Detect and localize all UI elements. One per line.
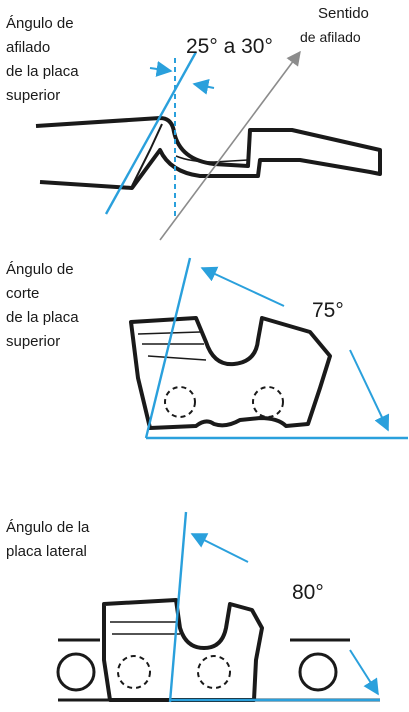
top-label-line-1: Ángulo de — [6, 15, 74, 32]
bottom-label-line-2: placa lateral — [6, 543, 87, 560]
top-label-line-3: de la placa — [6, 63, 79, 80]
middle-panel-graphic — [129, 257, 408, 440]
sharpening-angle-line — [104, 51, 198, 215]
bottom-tooth-outline — [102, 598, 264, 702]
middle-rivet-right — [252, 386, 284, 418]
bottom-link-circle-1 — [56, 652, 96, 692]
bottom-angle-text: 80° — [292, 581, 324, 604]
bottom-panel-graphic — [56, 511, 380, 703]
top-panel-graphic — [35, 50, 382, 241]
angle-marker-right-arrow — [192, 78, 215, 95]
middle-label-line-3: de la placa — [6, 309, 79, 326]
top-angle-text: 25° a 30° — [186, 35, 273, 58]
middle-tooth-outline — [129, 316, 332, 430]
middle-label-line-1: Ángulo de — [6, 261, 74, 278]
middle-angle-arc-arrow-bottom — [349, 349, 390, 432]
bottom-side-plate-angle-line — [168, 511, 188, 703]
bottom-link-circle-3 — [197, 655, 231, 689]
top-label-line-4: superior — [6, 87, 61, 104]
top-plate-inner-line — [175, 155, 249, 163]
middle-rivet-left — [164, 386, 196, 418]
bottom-angle-arc-arrow-bottom — [349, 649, 379, 696]
top-label-line-2: afilado — [6, 39, 51, 56]
middle-angle-text: 75° — [312, 299, 344, 322]
sharpening-direction-arrow — [159, 50, 301, 241]
bottom-tooth-top-detail — [110, 621, 180, 635]
bottom-link-circle-4 — [298, 652, 338, 692]
middle-cutting-angle-line — [144, 257, 192, 439]
bottom-link-circle-2 — [117, 655, 151, 689]
top-plate-outline — [35, 116, 382, 190]
bottom-label-line-1: Ángulo de la — [6, 519, 90, 536]
direction-label-line-1: Sentido — [318, 5, 369, 22]
direction-label-line-2: de afilado — [300, 29, 361, 45]
middle-label-line-4: superior — [6, 333, 61, 350]
top-plate-edge-line — [131, 123, 163, 187]
middle-tooth-top-detail — [137, 331, 207, 361]
middle-label-line-2: corte — [6, 285, 40, 302]
bottom-angle-arc-arrow-top — [190, 533, 249, 563]
angle-marker-left-arrow — [149, 61, 173, 77]
middle-angle-arc-arrow-top — [200, 266, 285, 307]
